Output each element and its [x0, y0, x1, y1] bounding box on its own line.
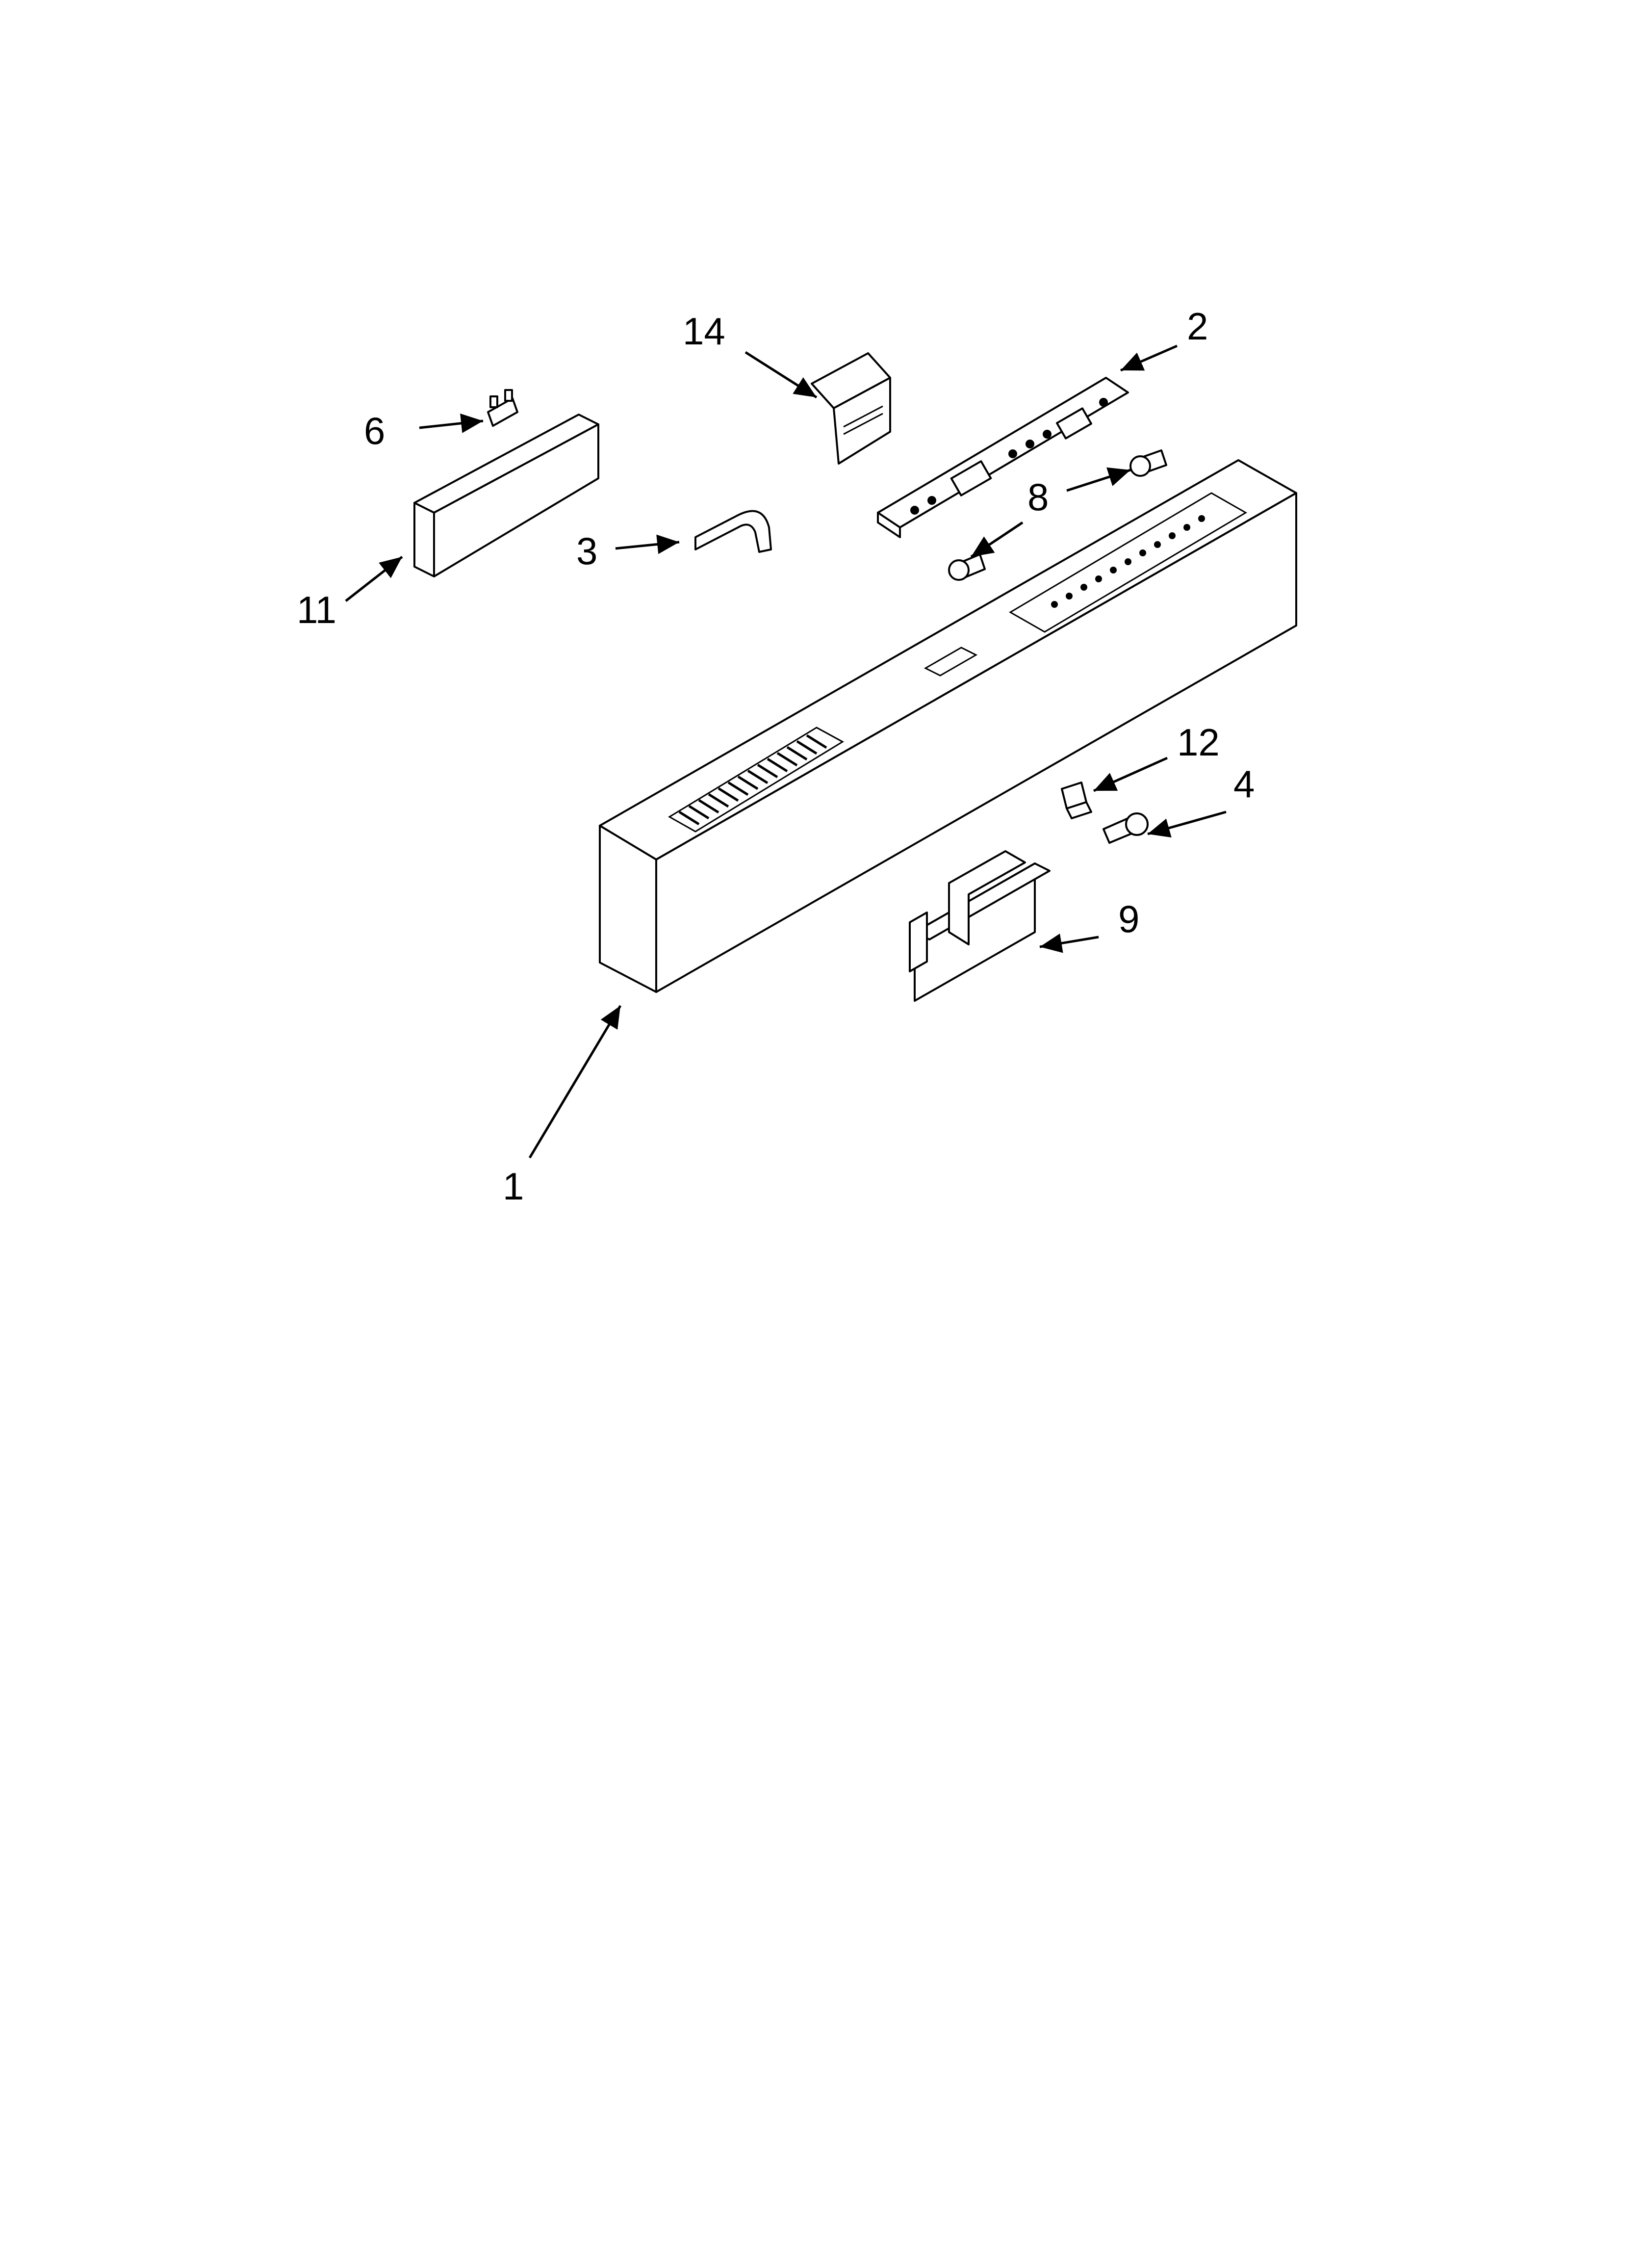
bracket-part [909, 850, 1051, 1002]
callout-1: 1 [503, 1165, 524, 1208]
screw-part-8-lower [948, 553, 986, 581]
callout-4: 4 [1233, 762, 1255, 806]
cover-part [811, 352, 891, 465]
clip-part [487, 389, 518, 427]
callout-labels: 1 2 3 4 6 8 9 11 12 14 [297, 305, 1255, 1208]
callout-14: 14 [683, 310, 725, 353]
callout-9: 9 [1118, 897, 1139, 940]
callout-11: 11 [297, 588, 336, 631]
callout-8: 8 [1027, 475, 1049, 519]
button-dots [1051, 515, 1205, 608]
callout-2: 2 [1187, 305, 1208, 348]
callout-12: 12 [1177, 721, 1220, 764]
latch-box-part [413, 414, 599, 577]
switch-part [1061, 782, 1092, 819]
control-board-part [877, 377, 1129, 538]
ribbon-cable-part [694, 510, 772, 553]
vent-slots [678, 734, 827, 826]
console-panel-part [599, 459, 1297, 993]
screw-part-8-upper [1129, 449, 1167, 477]
callout-6: 6 [364, 409, 385, 452]
callout-3: 3 [576, 529, 597, 573]
leader-lines [345, 344, 1227, 1159]
screw-part-4 [1103, 812, 1149, 844]
